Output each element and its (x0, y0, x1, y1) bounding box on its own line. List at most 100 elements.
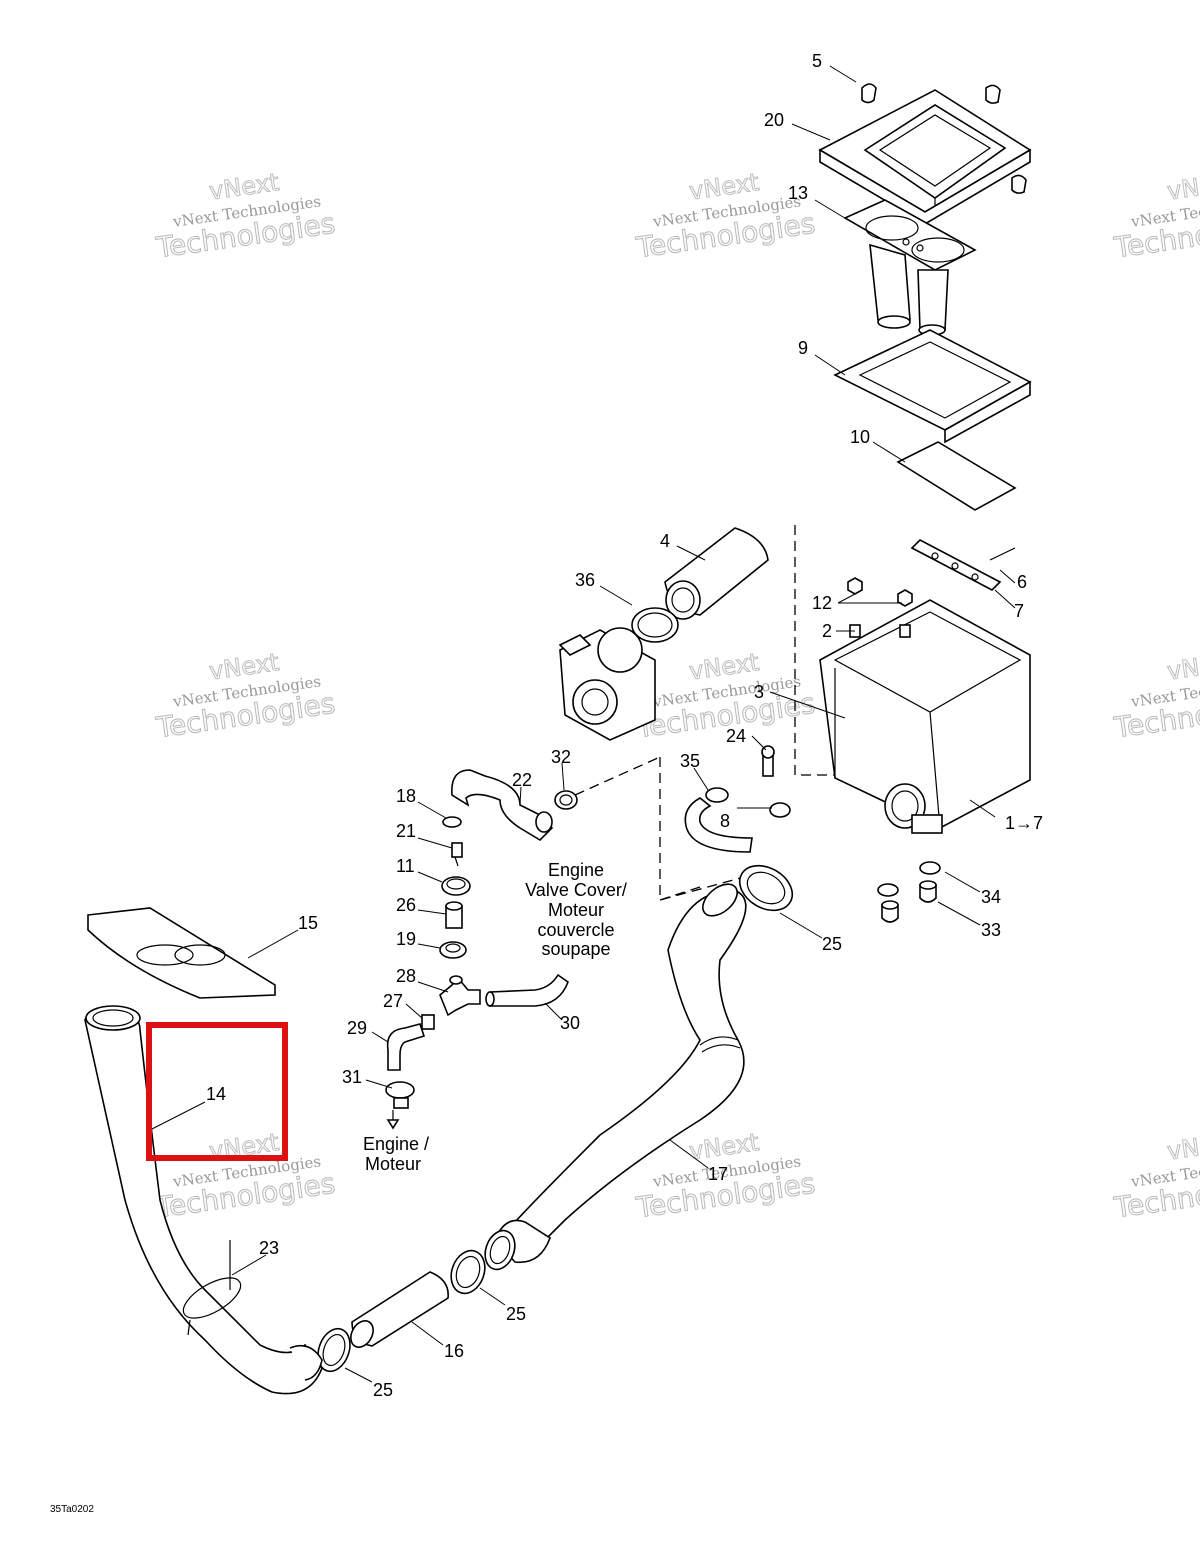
callout-1-to-7: 1→7 (1005, 813, 1043, 833)
tee-28 (439, 975, 481, 1017)
callout-10: 10 (850, 427, 870, 447)
callout-labels: 5 20 13 9 10 4 36 6 7 12 2 3 24 1→7 32 2… (206, 51, 1043, 1400)
svg-text:Engine /: Engine / (363, 1134, 429, 1154)
svg-text:couvercle: couvercle (537, 920, 614, 940)
callout-36: 36 (575, 570, 595, 590)
clamp-34 (877, 861, 941, 897)
fitting-19 (439, 941, 467, 959)
clamp-25-lower (317, 1327, 351, 1373)
callout-2: 2 (822, 621, 832, 641)
intake-tubes (869, 243, 949, 336)
callout-17: 17 (708, 1164, 728, 1184)
callout-14: 14 (206, 1084, 226, 1104)
assembly-reference-lines (574, 525, 835, 901)
callout-19: 19 (396, 929, 416, 949)
watermark: vNext vNext Technologies Technologies (1111, 168, 1200, 265)
callout-16: 16 (444, 1341, 464, 1361)
svg-text:vNext: vNext (1165, 168, 1200, 205)
callout-25-lower: 25 (373, 1380, 393, 1400)
callout-15: 15 (298, 913, 318, 933)
watermark: vNext vNext Technologies Technologies (633, 168, 818, 265)
svg-text:soupape: soupape (541, 939, 610, 959)
leader-lines (149, 65, 1016, 1383)
diagram-code: 35Ta0202 (50, 1504, 94, 1515)
screw-24 (761, 745, 775, 777)
callout-9: 9 (798, 338, 808, 358)
callout-30: 30 (560, 1013, 580, 1033)
callout-5: 5 (812, 51, 822, 71)
callout-27: 27 (383, 991, 403, 1011)
fitting-18 (442, 816, 462, 828)
callout-21: 21 (396, 821, 416, 841)
callout-18: 18 (396, 786, 416, 806)
callout-25-mid: 25 (506, 1304, 526, 1324)
hose-22 (451, 769, 554, 842)
callout-23: 23 (259, 1238, 279, 1258)
coupler-lower (484, 1219, 551, 1271)
svg-text:Engine: Engine (548, 860, 604, 880)
callout-8: 8 (720, 811, 730, 831)
svg-text:Valve Cover/: Valve Cover/ (525, 880, 627, 900)
fitting-11 (441, 876, 471, 896)
rubber-adaptor-4 (664, 527, 769, 620)
plate-13 (843, 199, 977, 271)
svg-text:Moteur: Moteur (548, 900, 604, 920)
fitting-26 (445, 901, 463, 929)
clip-5 (861, 83, 1027, 194)
callout-33: 33 (981, 920, 1001, 940)
watermark: vNext vNext Technologies Technologies (153, 1128, 338, 1225)
fitting-27 (421, 1014, 435, 1030)
clamp-25-mid (450, 1249, 486, 1295)
duct-14 (84, 1005, 323, 1395)
carburetor (558, 627, 656, 741)
hose-35 (684, 787, 791, 853)
silencer-cover-20 (818, 89, 1032, 225)
note-engine-valve-cover: Engine Valve Cover/ Moteur couvercle sou… (525, 860, 627, 959)
callout-28: 28 (396, 966, 416, 986)
strap-23 (182, 1240, 242, 1336)
callout-6: 6 (1017, 572, 1027, 592)
coupler-25-upper (738, 864, 794, 912)
callout-22: 22 (512, 770, 532, 790)
callout-25-upper: 25 (822, 934, 842, 954)
panel-15 (87, 907, 276, 999)
cap-33 (881, 880, 937, 923)
bracket-6-7 (910, 539, 1016, 591)
callout-32: 32 (551, 747, 571, 767)
tube-16 (350, 1271, 449, 1348)
watermark-group: vNext vNext Technologies Technologies vN… (153, 168, 1200, 1225)
callout-29: 29 (347, 1018, 367, 1038)
filter-pad-10 (896, 441, 1017, 511)
fitting-21 (451, 842, 463, 867)
hose-30 (485, 973, 569, 1007)
callout-13: 13 (788, 183, 808, 203)
callout-24: 24 (726, 726, 746, 746)
intake-duct-17 (513, 883, 747, 1242)
watermark: vNext vNext Technologies Technologies (1111, 648, 1200, 745)
svg-text:vNext: vNext (1165, 1128, 1200, 1165)
callout-20: 20 (764, 110, 784, 130)
clamp-32 (554, 790, 578, 810)
svg-text:vNext: vNext (1165, 648, 1200, 685)
callout-4: 4 (660, 531, 670, 551)
callout-7: 7 (1014, 601, 1024, 621)
callout-26: 26 (396, 895, 416, 915)
watermark: vNext vNext Technologies Technologies (1111, 1128, 1200, 1225)
watermark: vNext vNext Technologies Technologies (153, 648, 338, 745)
note-engine-moteur: Engine / Moteur (363, 1134, 429, 1174)
watermark: vNext vNext Technologies Technologies (153, 168, 338, 265)
callout-35: 35 (680, 751, 700, 771)
callout-3: 3 (754, 682, 764, 702)
tray-9 (833, 329, 1032, 444)
callout-12: 12 (812, 593, 832, 613)
clamp-36 (631, 607, 679, 643)
air-box-3 (819, 577, 1031, 834)
callout-34: 34 (981, 887, 1001, 907)
elbow-29 (386, 1023, 426, 1071)
svg-text:Moteur: Moteur (365, 1154, 421, 1174)
clamp-31 (385, 1081, 415, 1130)
callout-31: 31 (342, 1067, 362, 1087)
highlight-box (146, 1022, 288, 1161)
